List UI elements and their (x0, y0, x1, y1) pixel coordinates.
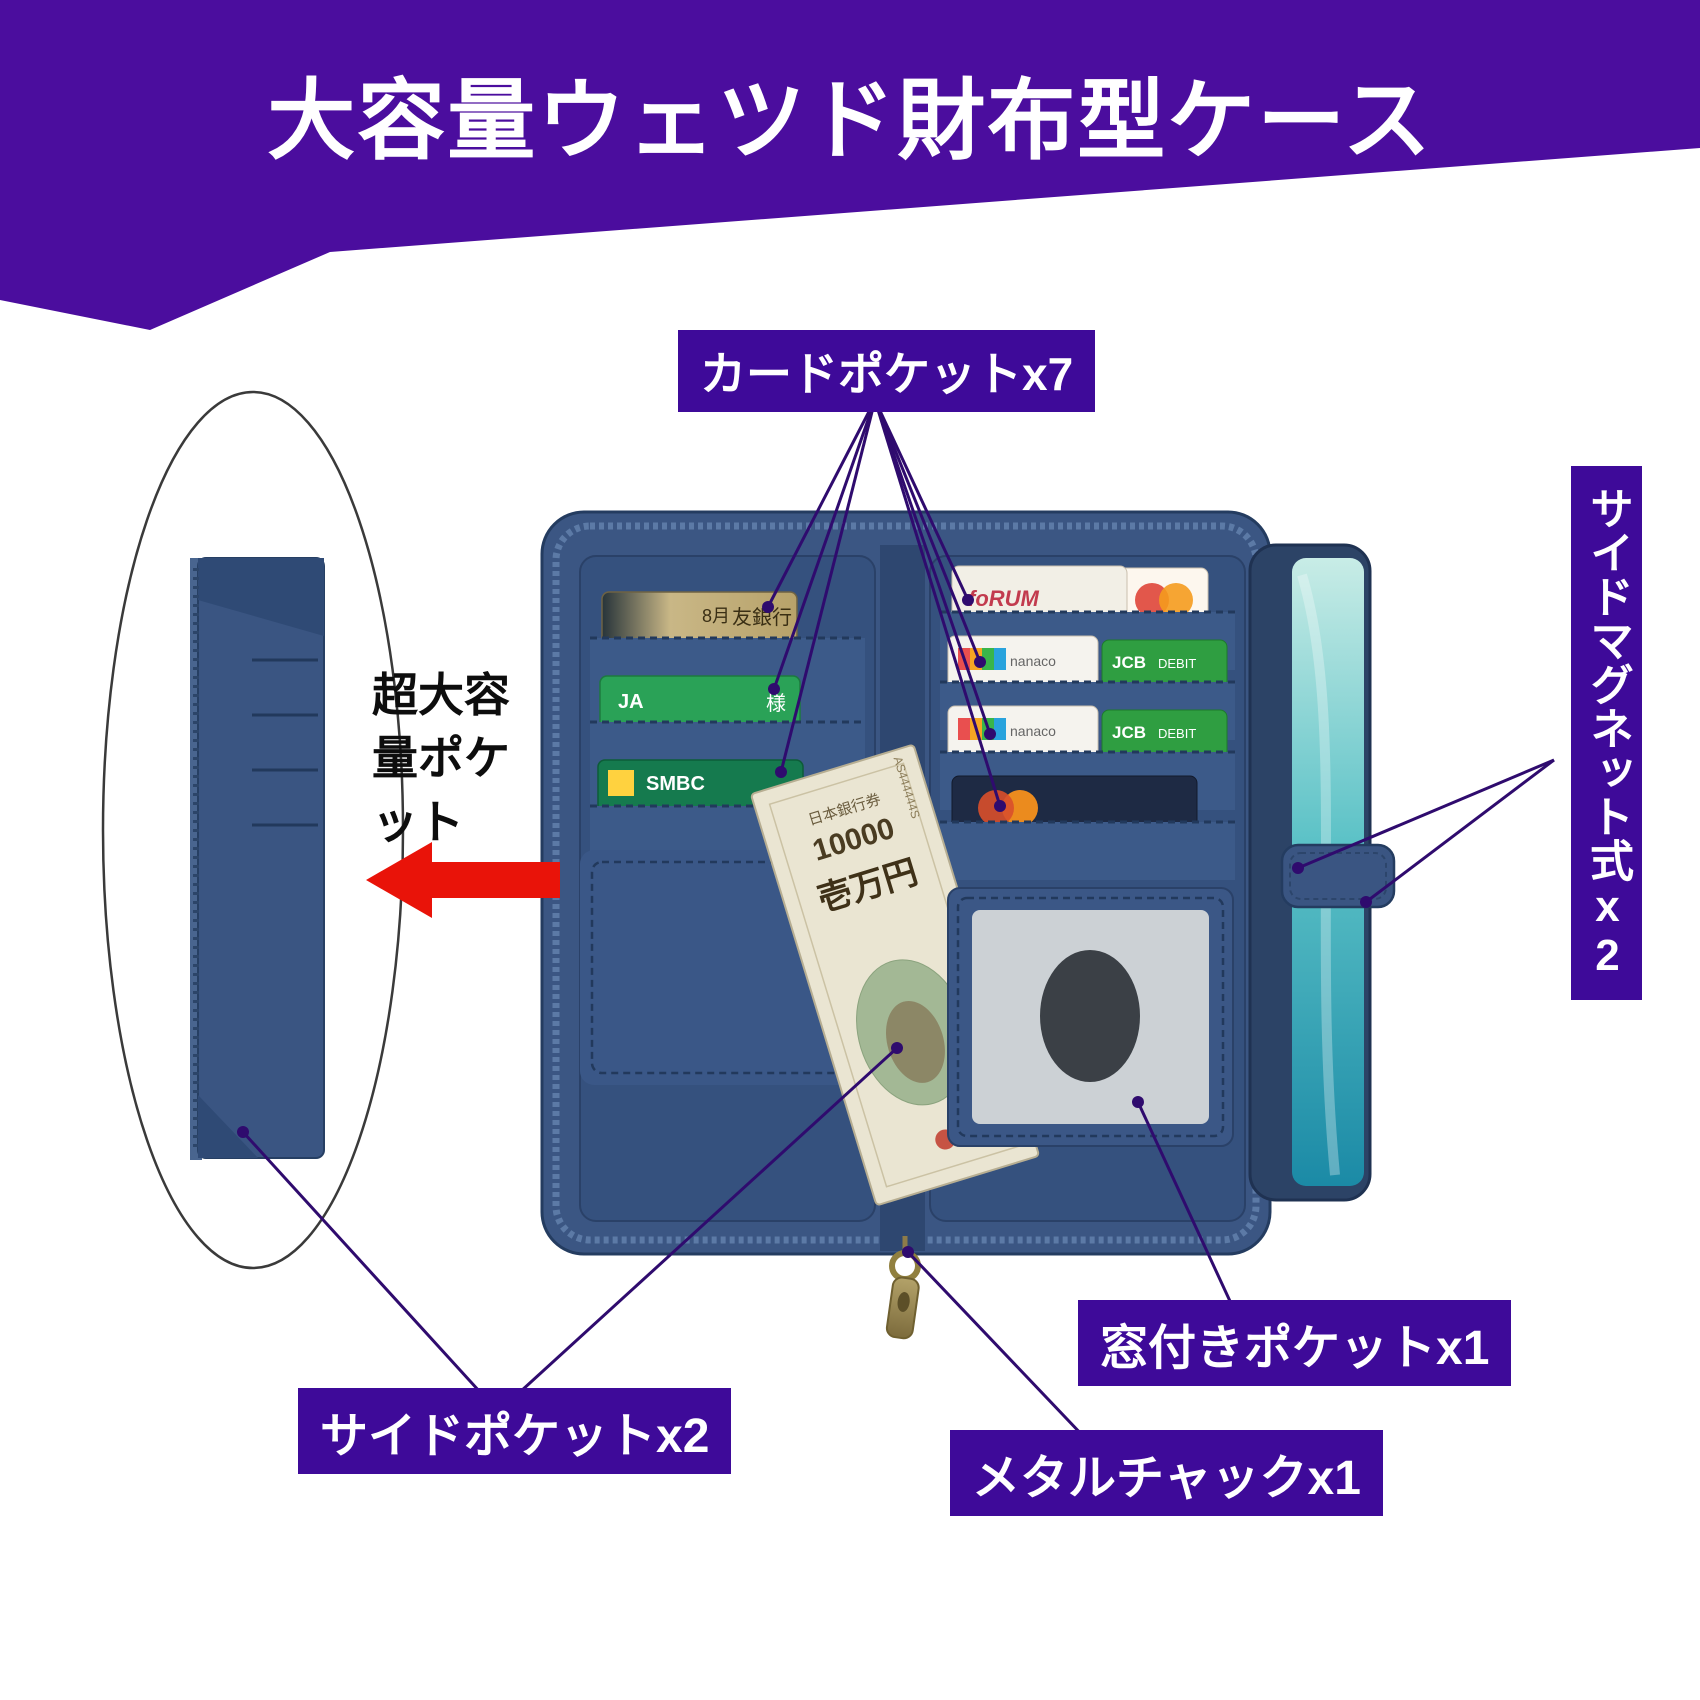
svg-text:nanaco: nanaco (1010, 653, 1056, 669)
page-title: 大容量ウェツド財布型ケース (267, 71, 1433, 170)
magnet-strap (1280, 843, 1396, 909)
smbc-logo-icon (608, 770, 634, 796)
wallet-open-product: 8月 友銀行 JA 様 SMBC (540, 510, 1272, 1340)
card-slot (940, 822, 1235, 880)
phone-with-strap (1248, 543, 1396, 1202)
annotation-lines (241, 399, 1555, 1440)
svg-text:SMBC: SMBC (646, 773, 705, 795)
banner-shape (0, 0, 1700, 330)
window-pocket (947, 887, 1234, 1147)
svg-text:JA: JA (618, 691, 644, 713)
svg-text:8月: 8月 (702, 606, 730, 626)
annotation-dots (237, 594, 1372, 1258)
side-view-product (101, 390, 405, 1270)
label-card-pockets: カードポケットx7 (678, 330, 1096, 412)
svg-text:様: 様 (766, 692, 786, 715)
label-side-magnet: サイドマグネット式x2 (1571, 466, 1642, 1000)
svg-text:JCB: JCB (1112, 653, 1146, 672)
svg-text:友銀行: 友銀行 (732, 606, 792, 629)
red-arrow-icon (366, 842, 560, 918)
label-window-pocket: 窓付きポケットx1 (1078, 1300, 1512, 1386)
svg-text:DEBIT: DEBIT (1158, 726, 1196, 741)
left-card-panel: 8月 友銀行 JA 様 SMBC (579, 555, 876, 1222)
svg-text:nanaco: nanaco (1010, 723, 1056, 739)
svg-text:foRUM: foRUM (968, 586, 1040, 611)
label-metal-zipper: メタルチャックx1 (950, 1430, 1383, 1516)
label-side-pockets: サイドポケットx2 (298, 1388, 732, 1474)
label-large-capacity-pocket: 超大容 量ポケ ット (372, 669, 510, 848)
svg-text:DEBIT: DEBIT (1158, 656, 1196, 671)
svg-text:JCB: JCB (1112, 723, 1146, 742)
